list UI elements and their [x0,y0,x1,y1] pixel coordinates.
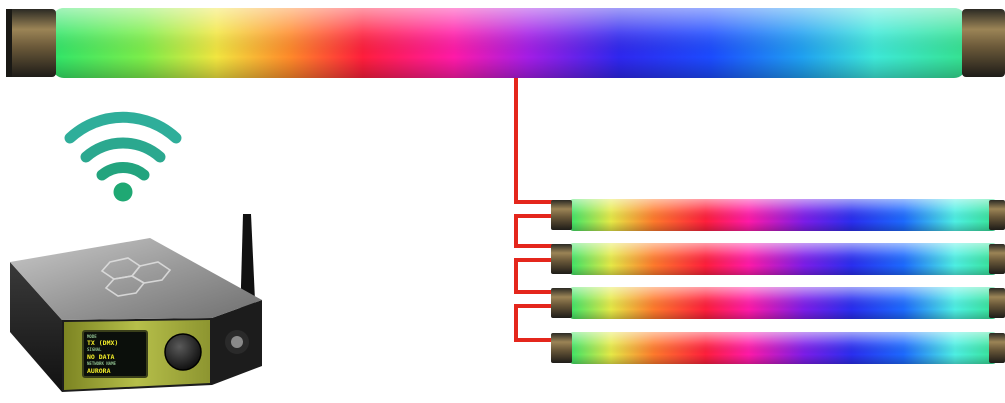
wifi-signal-icon [64,111,182,202]
small-tube-left-cap [551,200,572,230]
screen-label-network: NETWORK NAME [87,361,116,366]
small-led-tube [551,243,1005,275]
small-led-tube [551,199,1005,231]
small-tube-right-cap [989,244,1005,274]
large-tube-left-cap [6,9,56,77]
screen-value-network: AURORA [87,367,111,375]
daisy-chain-cable-3 [514,304,555,342]
device-display: MODE TX (DMX) SIGNAL NO DATA NETWORK NAM… [82,330,148,378]
daisy-chain-cable-2 [514,258,555,294]
small-tube-left-cap [551,288,572,318]
small-led-tubes [551,199,1005,364]
small-tube-right-cap [989,200,1005,230]
rotary-knob-icon[interactable] [164,333,202,371]
small-tube-left-cap [551,333,572,363]
large-led-tube [6,8,1005,78]
small-tube-gloss [568,199,998,231]
screen-value-signal: NO DATA [87,353,114,361]
hexagon-logo-icon [100,257,172,297]
small-tube-gloss [568,243,998,275]
device-left-side [10,262,62,392]
small-tube-right-cap [989,333,1005,363]
antenna-connector-icon [225,330,249,354]
screen-label-mode: MODE [87,334,97,339]
wireless-dmx-transmitter: MODE TX (DMX) SIGNAL NO DATA NETWORK NAM… [10,214,262,392]
small-tube-gloss [568,287,998,319]
daisy-chain-cable-1 [514,214,555,248]
small-led-tube [551,332,1005,364]
large-tube-right-cap [962,9,1005,77]
cable-connections [514,78,555,342]
small-tube-left-cap [551,244,572,274]
screen-label-signal: SIGNAL [87,347,102,352]
small-tube-right-cap [989,288,1005,318]
small-tube-gloss [568,332,998,364]
screen-value-mode: TX (DMX) [87,339,118,347]
small-led-tube [551,287,1005,319]
main-cable [514,78,555,204]
large-tube-gloss [52,8,966,78]
